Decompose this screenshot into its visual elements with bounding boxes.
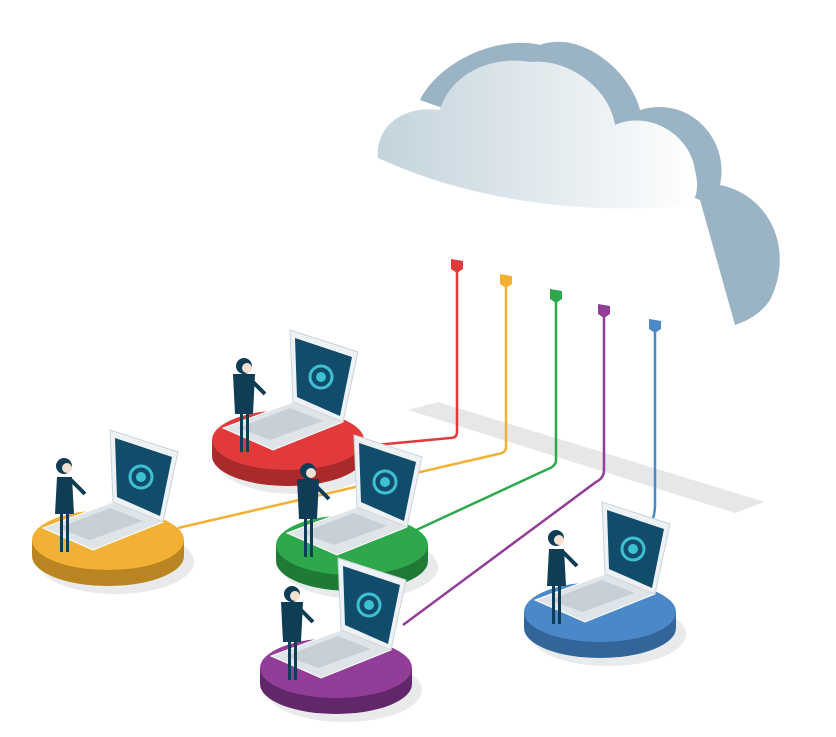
person-face <box>554 535 564 545</box>
cable-yellow <box>177 287 508 530</box>
person-body <box>233 374 255 414</box>
person-leg <box>304 519 307 557</box>
laptop-keyboard <box>58 508 143 540</box>
laptop-keyboard <box>550 580 635 612</box>
app-logo-center <box>628 544 638 554</box>
person-arm <box>561 550 579 568</box>
app-logo-center <box>136 472 146 482</box>
person-arm <box>313 483 331 501</box>
person-leg <box>294 642 297 680</box>
person-leg <box>60 514 63 552</box>
person-leg <box>552 586 555 624</box>
app-logo-icon <box>128 464 154 490</box>
station-red <box>212 329 374 494</box>
person-man <box>281 586 315 680</box>
connector-yellow <box>500 274 512 288</box>
connector-green <box>550 289 562 303</box>
person-arm <box>249 378 267 396</box>
person-leg <box>246 414 249 452</box>
cloud-front-shape <box>377 60 698 209</box>
connector-purple <box>598 304 610 318</box>
cable-green <box>411 302 558 534</box>
person-body <box>55 477 74 514</box>
person-leg <box>240 414 243 452</box>
person-face <box>242 363 252 373</box>
person-arm <box>297 606 315 624</box>
person-leg <box>310 519 313 557</box>
person-leg <box>66 514 69 552</box>
app-logo-center <box>380 477 390 487</box>
person-body <box>297 479 319 519</box>
cable-red <box>364 272 459 448</box>
app-logo-icon <box>620 536 646 562</box>
station-blue <box>524 501 686 666</box>
person-man <box>297 463 331 557</box>
person-face <box>290 591 300 601</box>
connector-red <box>451 259 463 273</box>
station-purple <box>260 557 422 722</box>
person-arm <box>69 478 87 496</box>
app-logo-center <box>316 372 326 382</box>
app-logo-center <box>364 600 374 610</box>
connector-blue <box>649 319 661 333</box>
laptop-keyboard <box>238 408 323 440</box>
floor-shadow <box>408 402 765 513</box>
cable-blue <box>643 332 657 536</box>
person-leg <box>558 586 561 624</box>
stations <box>32 329 686 722</box>
person-woman <box>55 458 87 552</box>
person-woman <box>547 530 579 624</box>
person-face <box>62 463 72 473</box>
app-logo-icon <box>356 592 382 618</box>
cables <box>177 259 661 627</box>
app-logo-icon <box>308 364 334 390</box>
laptop-keyboard <box>302 513 387 545</box>
station-yellow <box>32 429 194 594</box>
app-logo-icon <box>372 469 398 495</box>
person-man <box>233 358 267 452</box>
person-body <box>281 602 303 642</box>
person-body <box>547 549 566 586</box>
cable-purple <box>402 317 606 627</box>
cloud <box>377 41 780 326</box>
laptop-keyboard <box>286 636 371 668</box>
person-face <box>306 468 316 478</box>
person-leg <box>288 642 291 680</box>
